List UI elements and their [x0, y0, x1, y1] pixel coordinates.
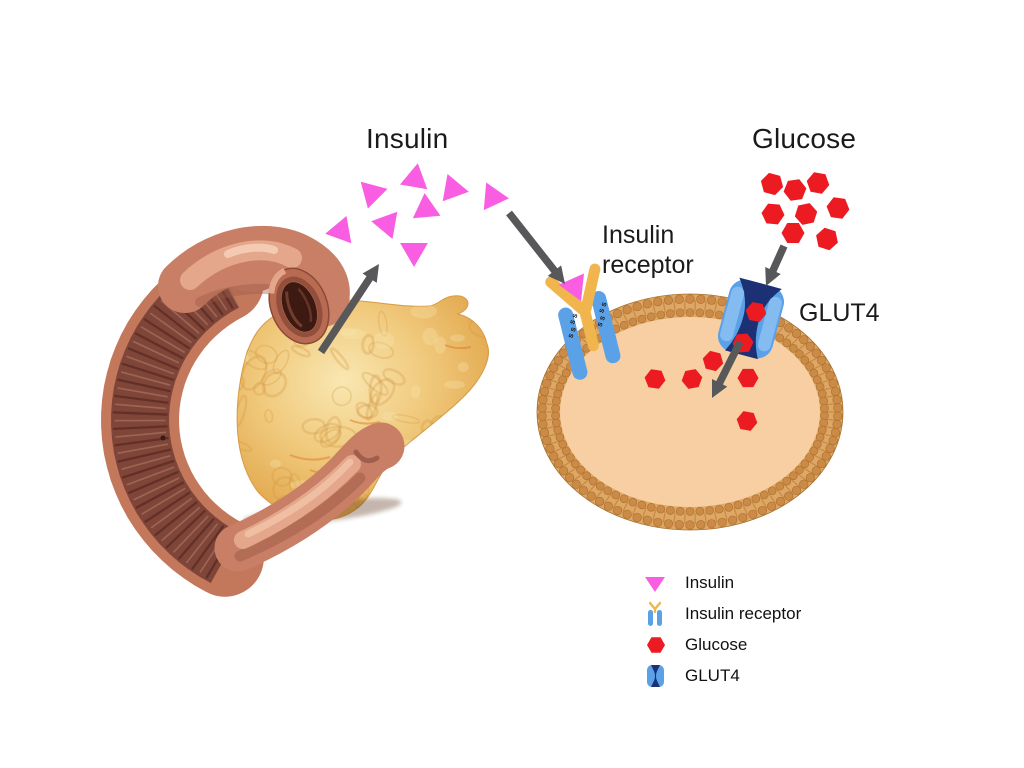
- svg-text:s s: s s: [567, 311, 580, 325]
- pancreas-illustration: [101, 225, 489, 597]
- glucose-molecule: [760, 172, 784, 196]
- insulin-molecule: [483, 182, 509, 211]
- disulfide-bond-labels: s s s s s s s s: [566, 300, 609, 339]
- legend-row-insulin-receptor: Insulin receptor: [638, 598, 801, 629]
- svg-text:s s: s s: [596, 300, 609, 314]
- target-cell: [536, 293, 844, 531]
- glucose-molecule-intracellular: [681, 369, 703, 389]
- legend-row-glut4: GLUT4: [638, 660, 801, 691]
- upper-duodenum-tube: [158, 225, 350, 345]
- insulin-receptor-icon: [638, 601, 672, 627]
- svg-text:s s: s s: [566, 325, 579, 339]
- legend-label: GLUT4: [685, 665, 740, 685]
- glucose-molecule-intracellular: [737, 368, 759, 388]
- glut4-label: GLUT4: [799, 299, 880, 327]
- insulin-molecule: [442, 174, 469, 202]
- duodenum-cut-band: [101, 243, 264, 597]
- receptor-transmembrane-bar: [591, 291, 621, 364]
- arrows-layer: [317, 210, 788, 398]
- legend-row-insulin: Insulin: [638, 567, 801, 598]
- insulin-molecule: [412, 193, 441, 219]
- insulin-molecule: [360, 181, 388, 209]
- glucose-molecule: [826, 197, 850, 219]
- svg-text:s s: s s: [595, 314, 608, 328]
- legend-label: Insulin: [685, 572, 735, 592]
- glucose-molecule: [794, 203, 818, 225]
- legend: Insulin Insulin receptor Glucose: [638, 567, 801, 691]
- molecules-layer: [325, 163, 850, 431]
- glucose-molecule-intracellular: [736, 411, 758, 431]
- glucose-molecule-intracellular: [644, 369, 666, 389]
- insulin-bound-triangle: [558, 273, 584, 302]
- insulin-triangle-icon: [638, 573, 672, 593]
- glucose-molecule: [761, 203, 785, 225]
- insulin-molecule: [400, 163, 428, 190]
- lower-intestine-tube: [214, 422, 405, 572]
- insulin-molecule: [400, 243, 428, 267]
- glucose-hexagon-icon: [638, 634, 672, 656]
- insulin-receptor-structure: s s s s s s s s: [545, 263, 621, 380]
- receptor-transmembrane-bar: [558, 307, 588, 380]
- glut4-transporter-icon: [638, 663, 672, 689]
- duodenum-cut-opening: [268, 267, 330, 345]
- glucose-molecule-intracellular: [702, 350, 724, 372]
- glucose-title: Glucose: [752, 123, 857, 154]
- insulin-molecule: [325, 216, 352, 244]
- legend-label: Insulin receptor: [685, 603, 802, 623]
- legend-label: Glucose: [685, 634, 748, 654]
- glucose-molecule: [806, 172, 830, 194]
- glucose-molecule: [783, 179, 807, 201]
- glucose-molecule-in-transporter: [745, 302, 767, 322]
- glucose-molecule: [781, 223, 805, 243]
- glucose-molecule: [816, 227, 838, 251]
- insulin-molecule: [371, 211, 398, 239]
- legend-row-glucose: Glucose: [638, 629, 801, 660]
- insulin-title: Insulin: [366, 123, 449, 154]
